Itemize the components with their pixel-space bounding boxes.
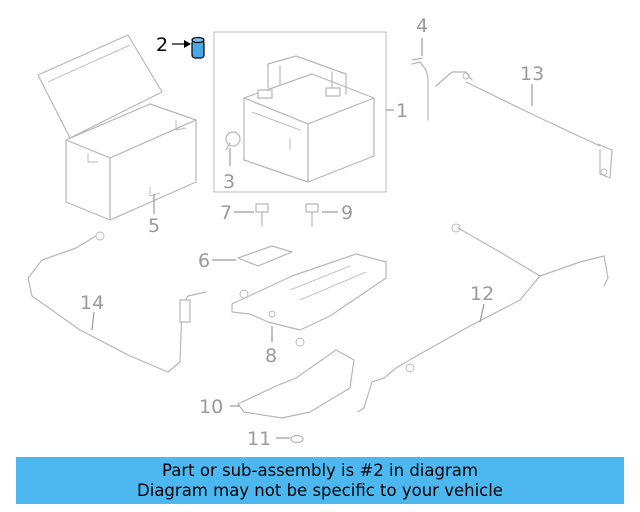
part-12-harness [357, 223, 609, 413]
part-3-bolt [225, 131, 241, 151]
parts-diagram: 1 2 3 4 5 6 7 8 9 10 11 12 13 14 [27, 15, 613, 450]
caption-line-1: Part or sub-assembly is #2 in diagram [162, 460, 478, 480]
part-9-bolt [305, 203, 319, 227]
callout-12: 12 [470, 283, 494, 305]
callout-8: 8 [265, 345, 277, 367]
callout-2: 2 [156, 34, 168, 56]
part-10-lower-tray [237, 349, 355, 419]
battery-frame [213, 31, 387, 193]
callout-6: 6 [198, 250, 210, 272]
callout-4: 4 [416, 15, 428, 37]
leader-14 [91, 311, 95, 331]
part-11-washer [290, 434, 304, 444]
callout-9: 9 [341, 202, 353, 224]
part-6-bracket [237, 245, 293, 267]
battery-box-part [37, 34, 197, 221]
callout-13: 13 [520, 63, 544, 85]
battery-part [243, 55, 375, 183]
part-7-bolt [255, 203, 269, 227]
callout-7: 7 [220, 202, 232, 224]
leader-2-arrow [184, 40, 191, 48]
part-13-cable [435, 71, 613, 179]
callout-11: 11 [247, 428, 271, 450]
callout-5: 5 [148, 215, 160, 237]
caption-banner: Part or sub-assembly is #2 in diagram Di… [16, 457, 624, 504]
part-2-cap [191, 36, 205, 59]
callout-14: 14 [80, 292, 104, 314]
part-8-tray [231, 253, 387, 347]
callout-10: 10 [199, 396, 223, 418]
leader-12 [479, 303, 485, 323]
caption-line-2: Diagram may not be specific to your vehi… [137, 480, 503, 500]
callout-1: 1 [396, 100, 408, 122]
callout-3: 3 [223, 171, 235, 193]
part-14-cable [27, 231, 207, 373]
part-4-vent-tube [411, 57, 429, 121]
